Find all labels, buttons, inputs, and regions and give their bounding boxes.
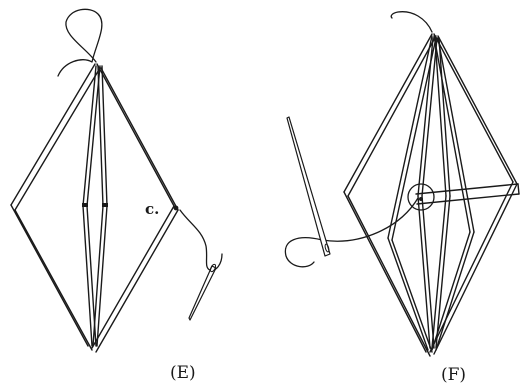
panel-f-joint-highlight	[407, 183, 435, 211]
panel-e-needle-icon	[188, 265, 217, 321]
panel-e-joint-c	[173, 205, 179, 211]
panel-e: c. (E)	[10, 8, 223, 383]
panel-e-right-straw	[91, 63, 179, 353]
panel-e-joint-right	[102, 203, 108, 207]
panel-f: (F)	[284, 11, 520, 385]
panel-f-center-straws	[417, 37, 451, 349]
panel-e-needle-eye	[209, 263, 217, 273]
panel-f-caption: (F)	[441, 365, 466, 385]
panel-e-point-label: c.	[145, 200, 159, 218]
panel-e-left-straw	[10, 63, 101, 351]
panel-f-needle-eye	[324, 243, 330, 253]
panel-e-inner-straws	[82, 65, 108, 347]
panel-e-caption: (E)	[170, 363, 196, 383]
panel-f-needle-thread	[284, 197, 419, 268]
panel-f-top-thread	[390, 11, 433, 33]
panel-e-needle-thread	[179, 209, 223, 271]
panel-f-right-straws	[429, 33, 518, 355]
panel-f-left-straws	[343, 33, 437, 357]
panel-f-needle-icon	[286, 116, 331, 257]
panel-f-joint	[419, 197, 423, 201]
panel-e-joint-left	[82, 203, 88, 207]
panel-e-top-thread	[57, 8, 103, 77]
